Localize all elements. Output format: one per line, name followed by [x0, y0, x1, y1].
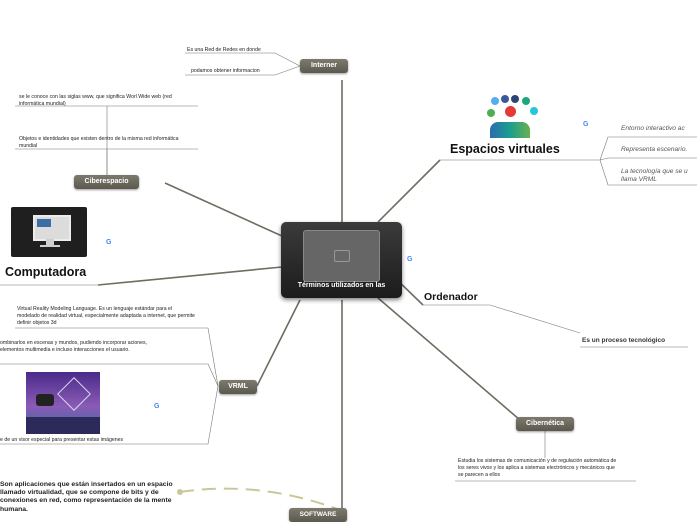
facebook-icon [511, 95, 519, 103]
vrml-note-2: ombinarlos en escenas y mundos, pudiendo… [0, 340, 148, 353]
espacios-note-3: La tecnología que se u llama VRML [621, 168, 688, 183]
imac-monitor-icon [33, 215, 71, 241]
link-ciberespacio [164, 182, 283, 237]
internet-node[interactable]: Interner [300, 59, 348, 73]
ciberespacio-node[interactable]: Ciberespacio [74, 175, 139, 189]
internet-note-2: podamos obtener informacion [191, 68, 260, 74]
share-icon [522, 97, 530, 105]
central-title: Términos utilizados en las [297, 282, 386, 289]
computadora-label[interactable]: Computadora [5, 265, 87, 279]
link-computadora [97, 266, 283, 286]
like-icon [501, 95, 509, 103]
cibernetica-note: Estudia los sistemas de comunicación y d… [458, 458, 617, 478]
google-icon: G [154, 403, 160, 410]
google-icon: G [407, 256, 413, 263]
link-software-note [179, 487, 341, 511]
software-note: Son aplicaciones que están insertados en… [0, 481, 173, 513]
people-icon [490, 122, 530, 138]
twitter-icon [491, 97, 499, 105]
ordenador-label[interactable]: Ordenador [424, 291, 478, 303]
vrml-note-3: e de un visor especial para presentar es… [0, 437, 124, 443]
power-icon [505, 106, 516, 117]
vrml-note-1: Virtual Reality Modeling Language. Es un… [17, 306, 195, 326]
computadora-image [11, 207, 87, 257]
link-espacios [377, 159, 441, 223]
link-cibernetica [377, 297, 521, 421]
espacios-image [475, 95, 545, 141]
google-icon: G [106, 239, 112, 246]
espacios-virtuales-label[interactable]: Espacios virtuales [450, 142, 560, 156]
ciberespacio-note-2: Objetos e identidades que existen dentro… [19, 136, 179, 149]
vr-headset-icon [36, 394, 54, 406]
vrml-image [26, 372, 100, 434]
cibernetica-node[interactable]: Cibernética [516, 417, 574, 431]
central-image-placeholder [303, 230, 380, 282]
vrml-node[interactable]: VRML [219, 380, 257, 394]
chat-icon [487, 109, 495, 117]
google-icon: G [583, 121, 589, 128]
heart-icon [530, 107, 538, 115]
espacios-note-1: Entorno interactivo ac [621, 125, 685, 132]
central-topic[interactable]: Términos utilizados en las [281, 222, 402, 298]
ordenador-note: Es un proceso tecnológico [582, 337, 666, 344]
software-node[interactable]: SOFTWARE [289, 508, 347, 522]
ciberespacio-note-1: se le conoce con las siglas www, que sig… [19, 94, 172, 107]
polyhedron-icon [57, 377, 91, 411]
link-vrml [256, 299, 301, 387]
camera-icon [334, 250, 350, 262]
espacios-note-2: Representa escenario. [621, 146, 688, 153]
internet-note-1: Es una Red de Redes en donde [187, 47, 261, 53]
